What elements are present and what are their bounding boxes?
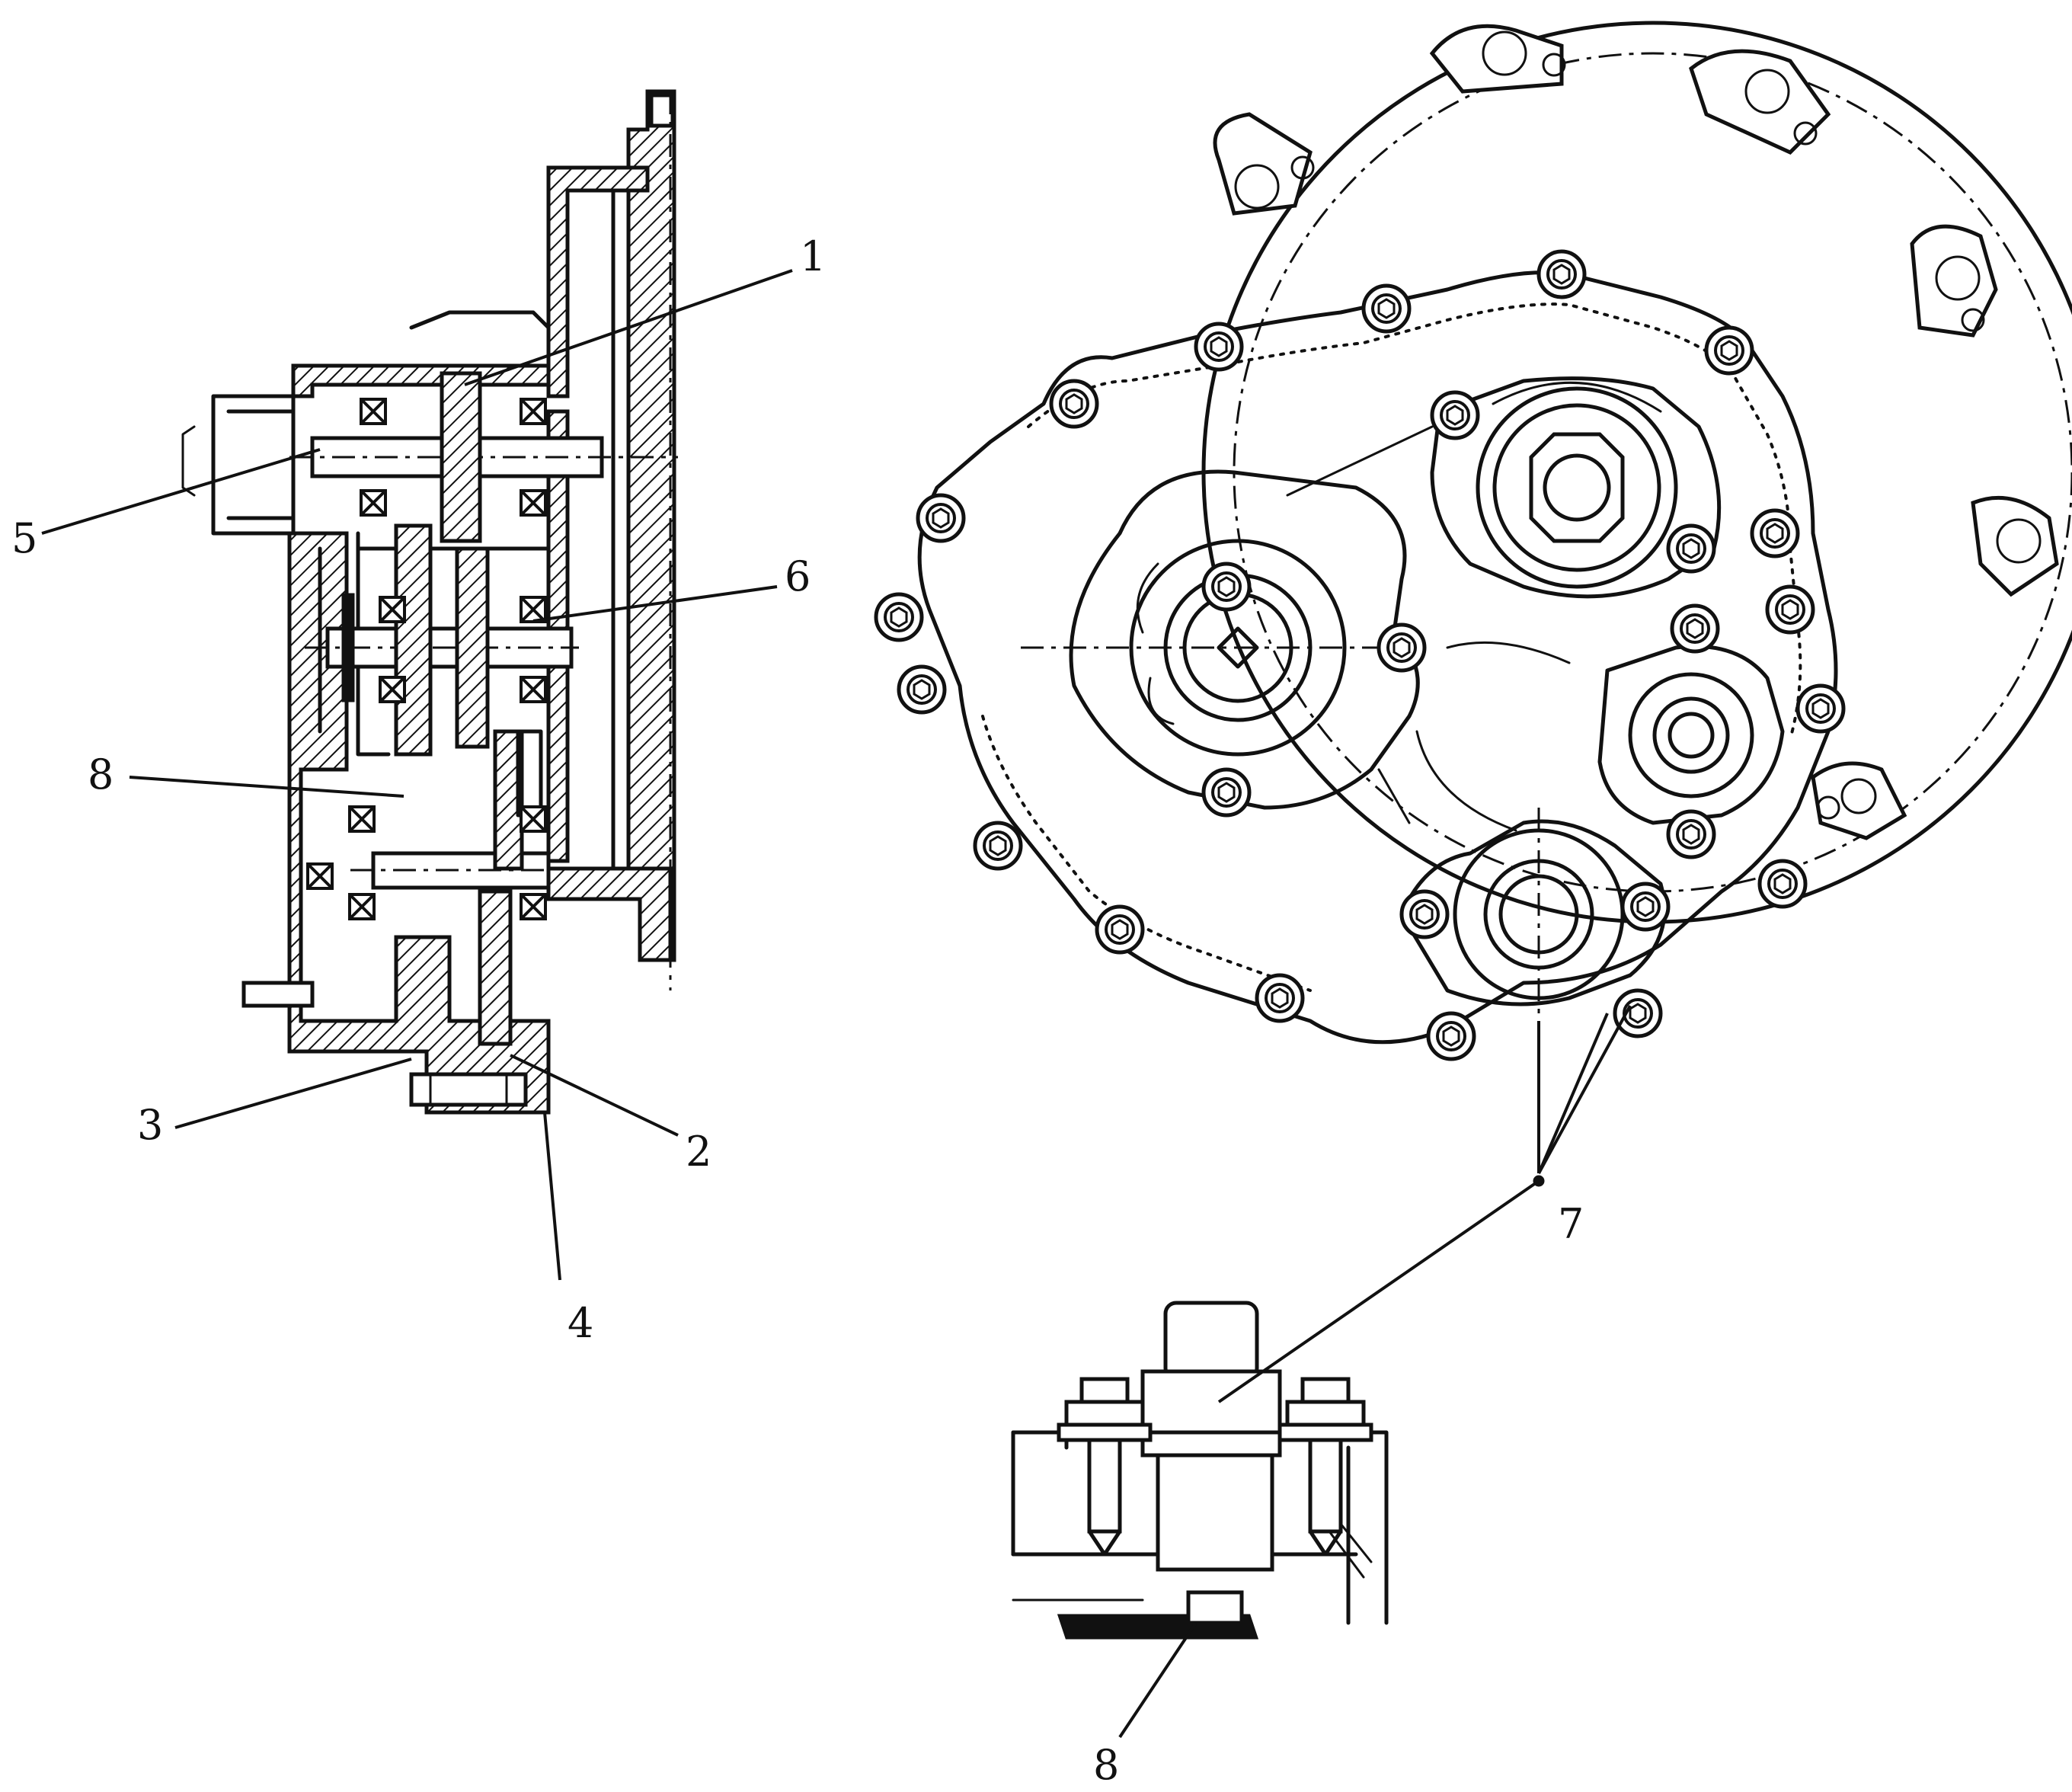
right-callouts: 7 8 bbox=[1093, 1005, 1632, 1789]
sectional-view bbox=[181, 89, 678, 1115]
callout-2: 2 bbox=[686, 1128, 711, 1176]
end-view bbox=[876, 21, 2072, 1173]
callout-3: 3 bbox=[137, 1101, 163, 1149]
callout-6: 6 bbox=[785, 552, 811, 600]
callout-8-right: 8 bbox=[1093, 1741, 1119, 1789]
left-callouts: 1 2 3 4 5 6 8 bbox=[11, 232, 826, 1347]
callout-7: 7 bbox=[1558, 1200, 1584, 1248]
callout-5: 5 bbox=[11, 514, 37, 562]
callout-4: 4 bbox=[568, 1299, 593, 1347]
callout-1: 1 bbox=[800, 232, 826, 280]
callout-8-left: 8 bbox=[88, 750, 114, 798]
motor-detail bbox=[1011, 1301, 1389, 1640]
